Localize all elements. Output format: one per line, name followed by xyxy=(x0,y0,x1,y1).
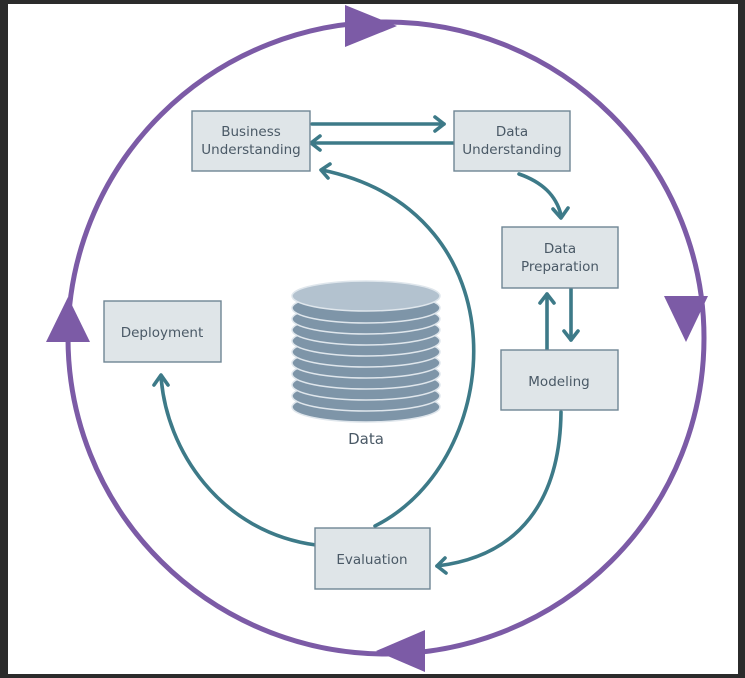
node-data-preparation: Data Preparation xyxy=(501,226,619,289)
node-evaluation: Evaluation xyxy=(314,527,431,590)
cycle-arrow-bottom xyxy=(376,630,425,672)
outer-cycle xyxy=(46,5,708,672)
arrow-head-up-preparation xyxy=(538,292,556,305)
arrow-evaluation-to-deployment xyxy=(159,374,318,547)
node-business-understanding: Business Understanding xyxy=(191,110,311,172)
arrow-head-down-preparation xyxy=(551,206,570,220)
node-data-understanding: Data Understanding xyxy=(453,110,571,172)
node-box xyxy=(191,110,311,172)
database-label: Data xyxy=(348,430,384,448)
arrow-head-left-evaluation xyxy=(435,556,448,575)
arrow-modeling-to-evaluation xyxy=(435,410,563,568)
node-modeling: Modeling xyxy=(500,349,619,411)
arrow-data-understanding-to-preparation xyxy=(517,172,563,217)
node-box xyxy=(453,110,571,172)
cycle-arrow-right xyxy=(664,296,708,342)
arrow-head-down-modeling xyxy=(562,329,580,342)
node-box xyxy=(103,300,222,363)
node-label: Deployment xyxy=(121,325,204,341)
arrow-evaluation-to-business xyxy=(320,168,476,528)
node-label: Modeling xyxy=(528,374,589,390)
arrow-head-business xyxy=(319,162,332,180)
node-label: Evaluation xyxy=(336,552,407,568)
node-label-line-2: Understanding xyxy=(201,142,300,158)
arrow-head-right xyxy=(433,115,446,133)
arrow-head-left xyxy=(309,134,322,152)
node-label-line-1: Data xyxy=(544,241,576,257)
cycle-arrow-top xyxy=(345,5,397,47)
node-label-line-1: Business xyxy=(221,124,281,140)
node-label-line-2: Preparation xyxy=(521,259,599,275)
node-label-line-1: Data xyxy=(496,124,528,140)
node-label-line-2: Understanding xyxy=(462,142,561,158)
cycle-arrow-left xyxy=(46,297,90,342)
node-box xyxy=(500,349,619,411)
arrow-head-deployment xyxy=(152,373,170,387)
node-box xyxy=(314,527,431,590)
database-icon xyxy=(291,280,441,423)
node-deployment: Deployment xyxy=(103,300,222,363)
node-box xyxy=(501,226,619,289)
flow-connectors xyxy=(152,115,580,575)
